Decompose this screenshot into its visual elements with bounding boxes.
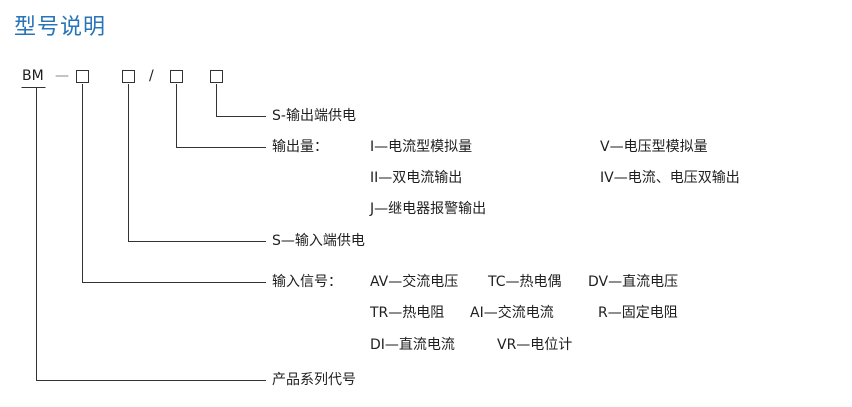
output-label: 输出量：	[272, 139, 328, 155]
output-option-iv: IV—电流、电压双输出	[600, 170, 740, 186]
input-option-tr: TR—热电阻	[370, 305, 445, 321]
input-option-ai: AI—交流电流	[470, 305, 554, 321]
code-prefix: BM	[22, 68, 44, 84]
input-power-desc: S—输入端供电	[272, 233, 365, 249]
output-option-v: V—电压型模拟量	[600, 139, 708, 155]
page-title: 型号说明	[14, 15, 107, 40]
input-option-vr: VR—电位计	[497, 337, 573, 353]
input-option-dv: DV—直流电压	[588, 274, 679, 290]
code-slot-input-type	[76, 70, 89, 83]
input-label: 输入信号：	[272, 274, 342, 290]
output-type-connector	[176, 84, 266, 148]
input-option-r: R—固定电阻	[598, 305, 678, 321]
output-option-j: J—继电器报警输出	[370, 201, 487, 217]
code-dash: —	[55, 68, 69, 84]
input-power-connector	[128, 84, 266, 242]
input-option-di: DI—直流电流	[370, 337, 455, 353]
series-desc: 产品系列代号	[272, 372, 356, 388]
input-type-connector	[82, 84, 266, 283]
series-connector	[36, 87, 266, 381]
output-option-ii: II—双电流输出	[370, 170, 463, 186]
output-option-i: I—电流型模拟量	[370, 139, 473, 155]
code-slot-output-type	[170, 70, 183, 83]
code-slash: /	[149, 68, 154, 84]
code-slot-output-power	[210, 70, 223, 83]
output-power-desc: S-输出端供电	[272, 108, 356, 124]
input-option-tc: TC—热电偶	[488, 274, 562, 290]
output-power-connector	[216, 84, 266, 117]
code-slot-input-power	[122, 70, 135, 83]
input-option-av: AV—交流电压	[370, 274, 459, 290]
